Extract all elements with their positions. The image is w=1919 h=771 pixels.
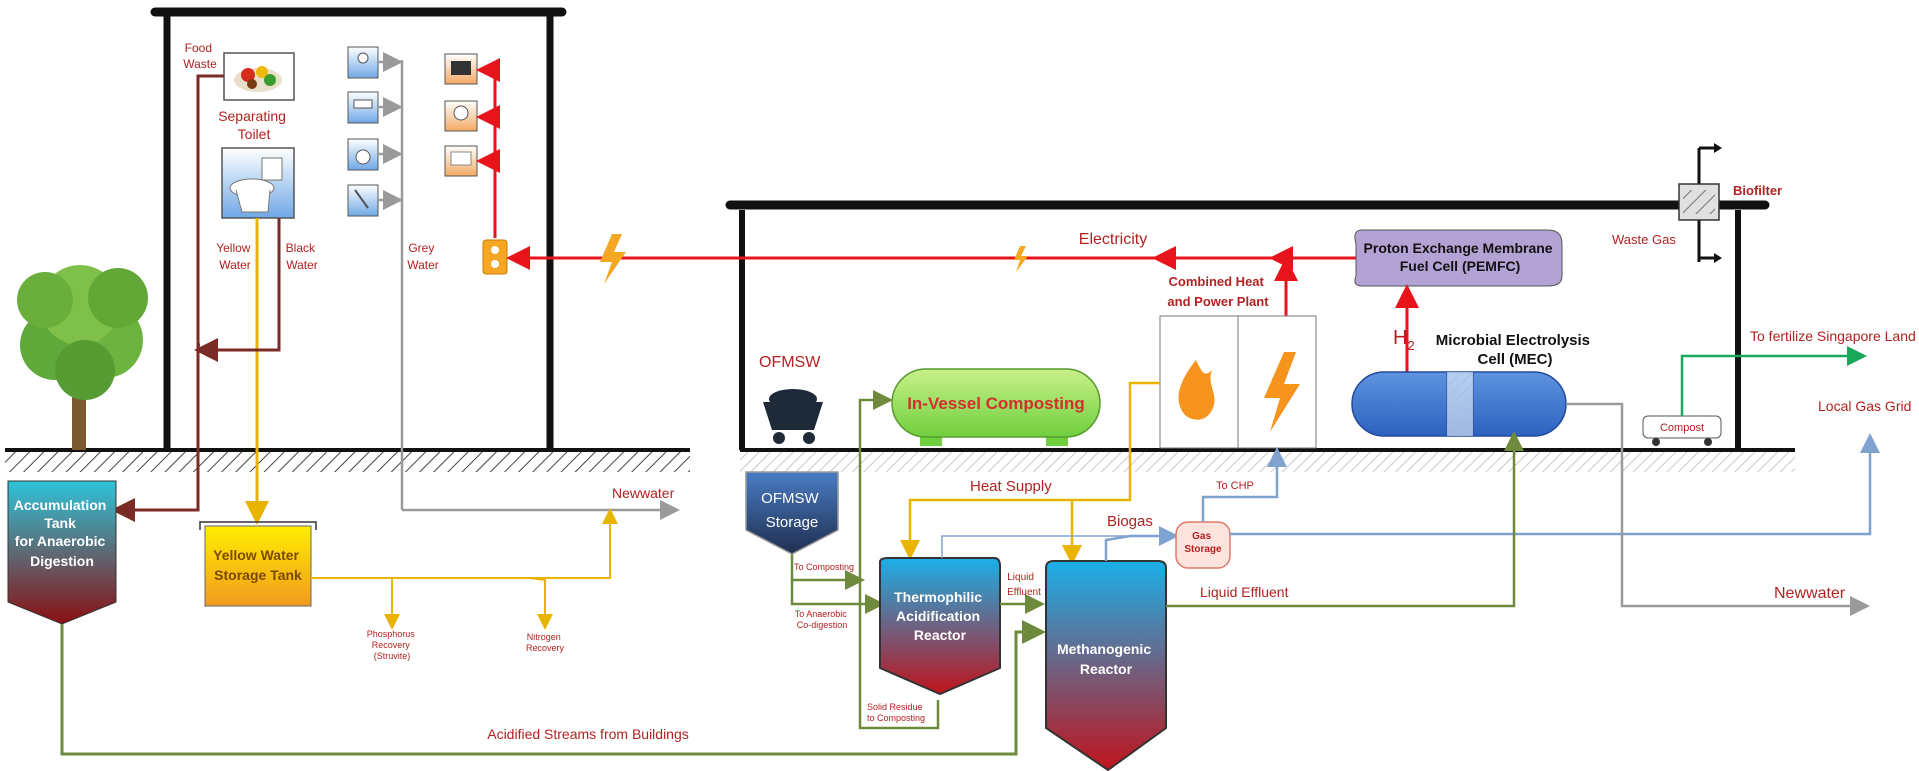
to-chp-label: To CHP — [1216, 480, 1254, 492]
ground-left — [5, 448, 690, 472]
svg-text:Compost: Compost — [1660, 422, 1704, 434]
food-waste-icon — [223, 52, 295, 101]
coal-cart-icon — [763, 389, 823, 444]
in-vessel-composting: In-Vessel Composting — [891, 368, 1101, 446]
biogas-label: Biogas — [1107, 513, 1153, 530]
lightning-chp-icon — [1264, 352, 1300, 432]
to-anaerobic-label: To Anaerobic Co-digestion — [795, 609, 850, 630]
tree-icon — [17, 265, 148, 450]
compost-cart: Compost — [1642, 415, 1722, 446]
liquid-effluent-small-label: Liquid Effluent — [1007, 572, 1041, 598]
yellow-water-outflows — [311, 508, 618, 630]
svg-text:In-Vessel Composting: In-Vessel Composting — [907, 394, 1085, 413]
chp-label: Combined Heat and Power Plant — [1167, 274, 1269, 309]
thermophilic-acidification-reactor: Thermophilic Acidification Reactor — [879, 557, 1001, 696]
grey-water-label: Grey Water — [407, 241, 439, 272]
flame-icon — [1178, 360, 1215, 420]
toilet-icon — [221, 147, 295, 219]
acidified-streams-label: Acidified Streams from Buildings — [487, 726, 689, 742]
newwater-right-pipe — [1566, 402, 1870, 616]
ofmsw-label: OFMSW — [759, 354, 821, 371]
newwater-left-label: Newwater — [612, 485, 675, 501]
food-waste-label: Food Waste — [183, 41, 217, 71]
h2-label: H2 — [1393, 327, 1415, 353]
svg-text:Thermophilic Acidificati: Thermophilic Acidification Reactor — [894, 589, 986, 643]
liquid-effluent-pipe — [1166, 431, 1524, 608]
gas-storage-tank: Gas Storage — [1175, 521, 1231, 569]
svg-text:Proton Exchange Membrane: Proton Exchange Membrane Fuel Cell (PEMF… — [1364, 240, 1557, 274]
svg-text:OFMSW Storage: OFMSW Storage — [761, 490, 823, 531]
ofmsw-outflows — [790, 390, 940, 730]
phosphorus-recovery-label: Phosphorus Recovery (Struvite) — [367, 629, 418, 661]
lightning-bolt-icon — [600, 234, 626, 284]
pemfc-box: Proton Exchange Membrane Fuel Cell (PEMF… — [1354, 229, 1563, 287]
to-chp-pipe — [1201, 447, 1287, 522]
to-fertilize-label: To fertilize Singapore Land — [1750, 328, 1916, 344]
grey-water-pipes — [378, 52, 680, 520]
mec-label: Microbial Electrolysis Cell (MEC) — [1436, 332, 1594, 368]
biogas-thin-pipe — [941, 535, 1170, 558]
to-composting-label: To Composting — [794, 562, 854, 572]
nitrogen-recovery-label: Nitrogen Recovery — [526, 632, 565, 653]
mec-cell — [1351, 371, 1567, 437]
black-water-to-accumulation — [111, 345, 200, 522]
to-fertilize-pipe — [1680, 346, 1867, 416]
yellow-water-storage-tank: Yellow Water Storage Tank — [199, 521, 317, 607]
to-gas-grid-pipe — [1230, 433, 1880, 536]
lightning-bolt-small-icon — [1014, 246, 1028, 272]
acidified-streams-pipe — [60, 620, 1046, 756]
electric-distribution-lines — [476, 58, 500, 238]
yellow-water-label: Yellow Water — [216, 241, 254, 272]
residential-building — [150, 7, 567, 450]
methanogenic-reactor: Methanogenic Reactor — [1045, 560, 1167, 771]
newwater-right-label: Newwater — [1774, 585, 1846, 602]
washing-machine-icon — [347, 138, 379, 171]
biofilter-icon — [1678, 143, 1722, 263]
black-water-label: Black Water — [286, 241, 319, 272]
black-water-pipe — [194, 218, 281, 362]
mop-icon — [347, 184, 379, 217]
sink-icon — [347, 91, 379, 124]
power-outlet-icon — [482, 239, 508, 275]
solid-residue-label: Solid Residue to Composting — [867, 702, 925, 723]
electricity-label: Electricity — [1079, 231, 1147, 248]
biogas-pipe — [1104, 526, 1179, 561]
accumulation-tank: Accumulation Tank for Anaerobic Digestio… — [7, 480, 117, 625]
svg-text:Yellow Water Storage Tan: Yellow Water Storage Tank — [213, 547, 303, 583]
heat-supply-pipe — [900, 381, 1160, 560]
electricity-line — [506, 246, 1356, 316]
biofilter-label: Biofilter — [1733, 183, 1782, 198]
separating-toilet-label: Separating Toilet — [218, 108, 290, 142]
liquid-effluent-label: Liquid Effluent — [1200, 584, 1289, 600]
shower-icon — [347, 46, 379, 79]
light-bulb-icon — [444, 100, 478, 132]
ofmsw-storage-tank: OFMSW Storage — [745, 471, 839, 555]
svg-text:Gas Storage: Gas Storage — [1184, 531, 1222, 555]
computer-icon — [444, 145, 478, 177]
waste-gas-label: Waste Gas — [1612, 232, 1676, 247]
svg-text:Accumulation Tank: Accumulation Tank for Anaerobic Digestio… — [14, 497, 110, 569]
svg-text:Methanogenic Reactor: Methanogenic Reactor — [1057, 641, 1155, 677]
ground-right — [740, 448, 1795, 472]
tv-icon — [444, 53, 478, 85]
local-gas-grid-label: Local Gas Grid — [1818, 398, 1911, 414]
heat-supply-label: Heat Supply — [970, 478, 1052, 495]
treatment-plant-building — [725, 200, 1770, 450]
